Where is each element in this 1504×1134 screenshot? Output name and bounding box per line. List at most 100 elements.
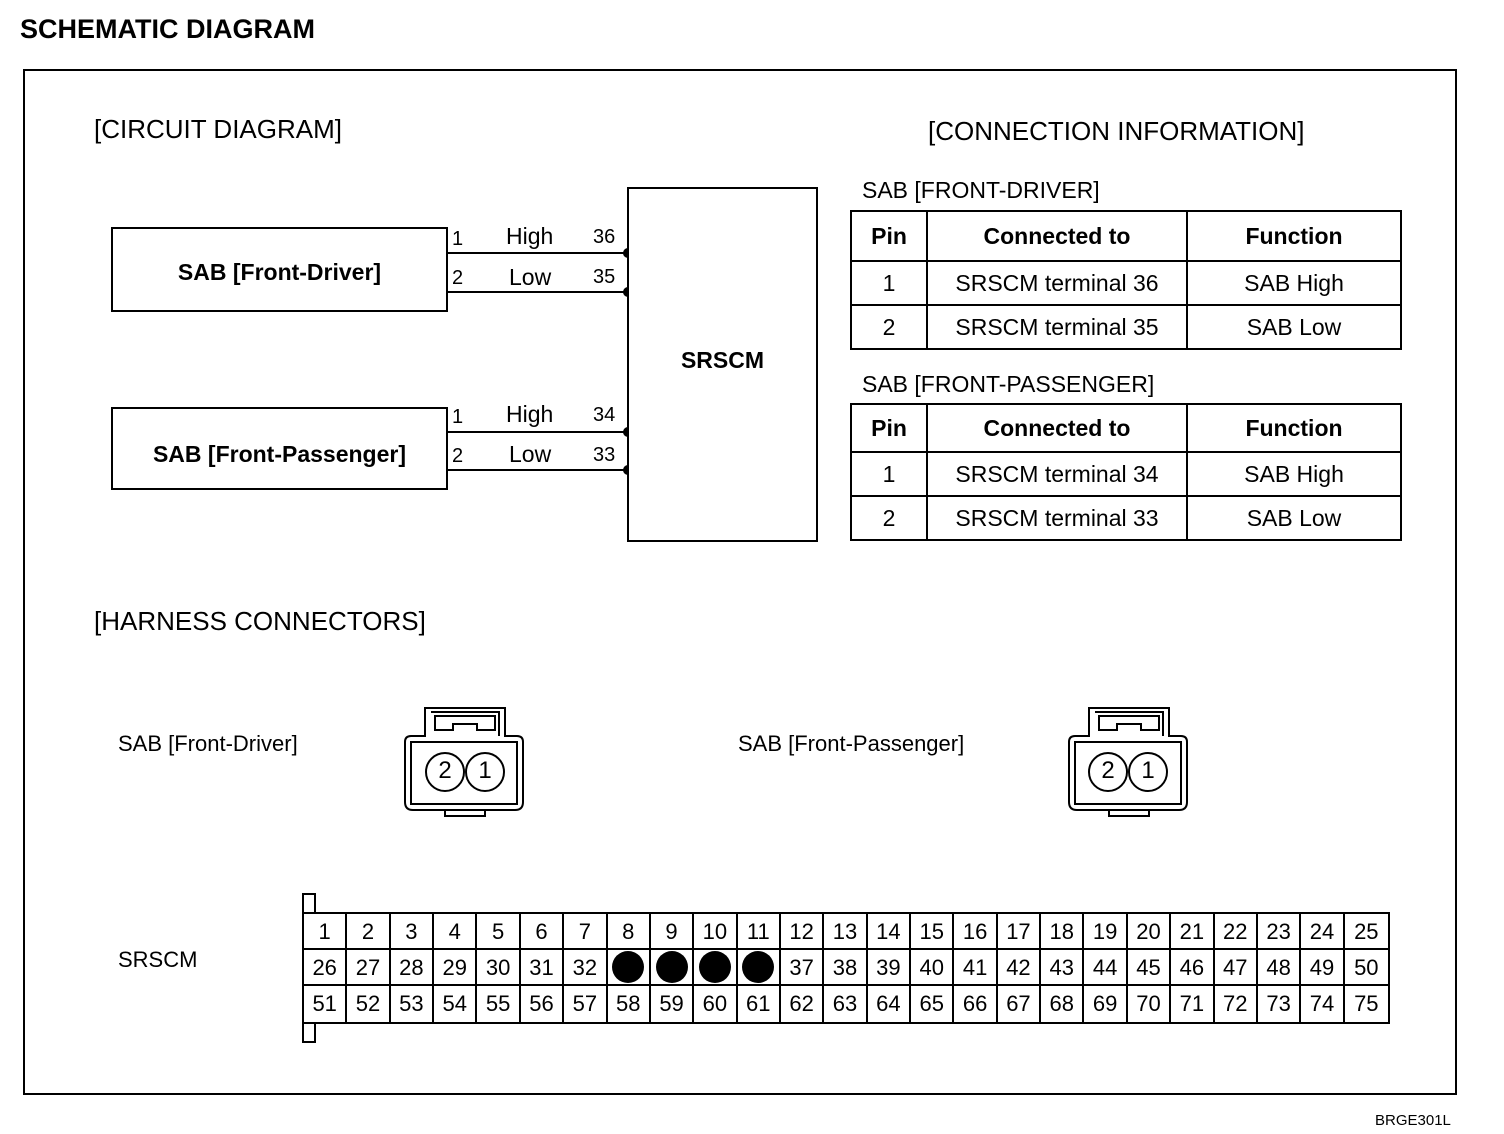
- driver-terminal-35: 35: [593, 266, 616, 288]
- connector-cell: 4: [434, 914, 478, 950]
- driver-pin-1: 1: [452, 228, 464, 250]
- cell-pin: 1: [850, 260, 928, 306]
- connector-cell: 25: [1344, 914, 1388, 950]
- passenger-connector-pin-2: 2: [1101, 757, 1115, 784]
- connector-cell: 27: [347, 950, 391, 986]
- connector-cell: 66: [954, 986, 998, 1022]
- passenger-low-label: Low: [509, 441, 552, 467]
- connector-cell: 13: [824, 914, 868, 950]
- connector-cell: 70: [1128, 986, 1172, 1022]
- cell-function: SAB Low: [1186, 495, 1402, 541]
- table-row: 2 SRSCM terminal 35 SAB Low: [850, 304, 1402, 350]
- cell-pin: 1: [850, 451, 928, 497]
- connector-cell: 54: [434, 986, 478, 1022]
- connector-cell: 12: [780, 914, 825, 950]
- driver-high-label: High: [506, 223, 554, 249]
- driver-low-label: Low: [509, 264, 552, 290]
- driver-table-title: SAB [FRONT-DRIVER]: [862, 177, 1100, 203]
- unused-cavity-dot: [742, 951, 775, 983]
- cell-pin: 2: [850, 495, 928, 541]
- connector-cell: 65: [911, 986, 955, 1022]
- connector-cell: 46: [1171, 950, 1215, 986]
- connector-cell: 22: [1214, 914, 1258, 950]
- connector-cell: 53: [391, 986, 435, 1022]
- connector-cell: 58: [608, 986, 651, 1022]
- cell-connected-to: SRSCM terminal 33: [926, 495, 1188, 541]
- passenger-pin-circle-2: [1088, 752, 1128, 792]
- connector-cell: 57: [564, 986, 608, 1022]
- connector-cell: [607, 950, 651, 986]
- connector-cell: 56: [521, 986, 565, 1022]
- cell-pin: 2: [850, 304, 928, 350]
- cell-function: SAB High: [1186, 260, 1402, 306]
- passenger-connector-pin-1: 1: [1141, 757, 1155, 784]
- connector-cell: 24: [1301, 914, 1345, 950]
- harness-passenger-label: SAB [Front-Passenger]: [738, 731, 965, 756]
- connector-cell: 64: [868, 986, 912, 1022]
- connector-cell: 15: [911, 914, 955, 950]
- connector-cell: 45: [1127, 950, 1172, 986]
- connector-cell: 3: [390, 914, 435, 950]
- connector-cell: 67: [998, 986, 1042, 1022]
- connector-cell: 47: [1214, 950, 1258, 986]
- passenger-pin-2: 2: [452, 445, 464, 467]
- harness-driver-label: SAB [Front-Driver]: [118, 731, 298, 756]
- connector-cell: [650, 950, 695, 986]
- connector-cell: 73: [1258, 986, 1302, 1022]
- connector-cell: 49: [1301, 950, 1345, 986]
- connector-cell: 18: [1041, 914, 1085, 950]
- connector-cell: 14: [867, 914, 912, 950]
- connector-cell: 8: [607, 914, 651, 950]
- connector-cell: 5: [477, 914, 521, 950]
- connector-cell: 44: [1084, 950, 1128, 986]
- passenger-connection-table: Pin Connected to Function 1 SRSCM termin…: [850, 403, 1402, 541]
- sab-front-driver-box: SAB [Front-Driver]: [111, 227, 448, 312]
- driver-connector-pin-1: 1: [478, 757, 492, 784]
- connector-cell: 20: [1127, 914, 1172, 950]
- connector-cell: 42: [997, 950, 1042, 986]
- srscm-module-label: SRSCM: [680, 347, 765, 373]
- circuit-diagram-heading: [CIRCUIT DIAGRAM]: [94, 114, 342, 144]
- cell-function: SAB High: [1186, 451, 1402, 497]
- connector-cell: 62: [781, 986, 825, 1022]
- connector-cell: 2: [347, 914, 391, 950]
- connector-cell: 31: [520, 950, 565, 986]
- driver-terminal-36: 36: [593, 226, 616, 248]
- srscm-module-box: SRSCM: [627, 187, 818, 542]
- connector-cell: 51: [304, 986, 348, 1022]
- passenger-terminal-34: 34: [593, 404, 616, 426]
- header-pin: Pin: [850, 210, 928, 262]
- connector-cell: 28: [390, 950, 435, 986]
- connector-cell: 75: [1354, 991, 1379, 1016]
- connector-cell: 60: [694, 986, 738, 1022]
- connector-cell: 69: [1084, 986, 1128, 1022]
- driver-pin-2: 2: [452, 267, 464, 289]
- header-function: Function: [1186, 210, 1402, 262]
- connector-cell: 52: [347, 986, 391, 1022]
- page-title: SCHEMATIC DIAGRAM: [20, 14, 315, 44]
- table-row: 2 SRSCM terminal 33 SAB Low: [850, 495, 1402, 541]
- unused-cavity-dot: [698, 951, 731, 983]
- connector-cell: 74: [1301, 986, 1345, 1022]
- passenger-pin-circle-1: [1128, 752, 1168, 792]
- connector-cell: 68: [1041, 986, 1085, 1022]
- connector-cell: 17: [997, 914, 1042, 950]
- passenger-pin-1: 1: [452, 406, 464, 428]
- driver-pin-circle-2: [425, 752, 465, 792]
- passenger-table-title: SAB [FRONT-PASSENGER]: [862, 371, 1155, 397]
- connector-cell: 21: [1171, 914, 1215, 950]
- connector-cell: 39: [867, 950, 912, 986]
- connector-cell: 50: [1344, 950, 1388, 986]
- driver-pin-circle-1: [465, 752, 505, 792]
- connector-cell: 26: [304, 950, 348, 986]
- header-pin: Pin: [850, 403, 928, 453]
- connector-cell: 7: [564, 914, 608, 950]
- connector-cell: 6: [520, 914, 565, 950]
- connection-info-heading: [CONNECTION INFORMATION]: [928, 116, 1305, 146]
- unused-cavity-dot: [612, 951, 645, 983]
- connector-cell: 55: [477, 986, 521, 1022]
- cell-connected-to: SRSCM terminal 34: [926, 451, 1188, 497]
- connector-cell: 23: [1257, 914, 1302, 950]
- connector-cell: 19: [1084, 914, 1128, 950]
